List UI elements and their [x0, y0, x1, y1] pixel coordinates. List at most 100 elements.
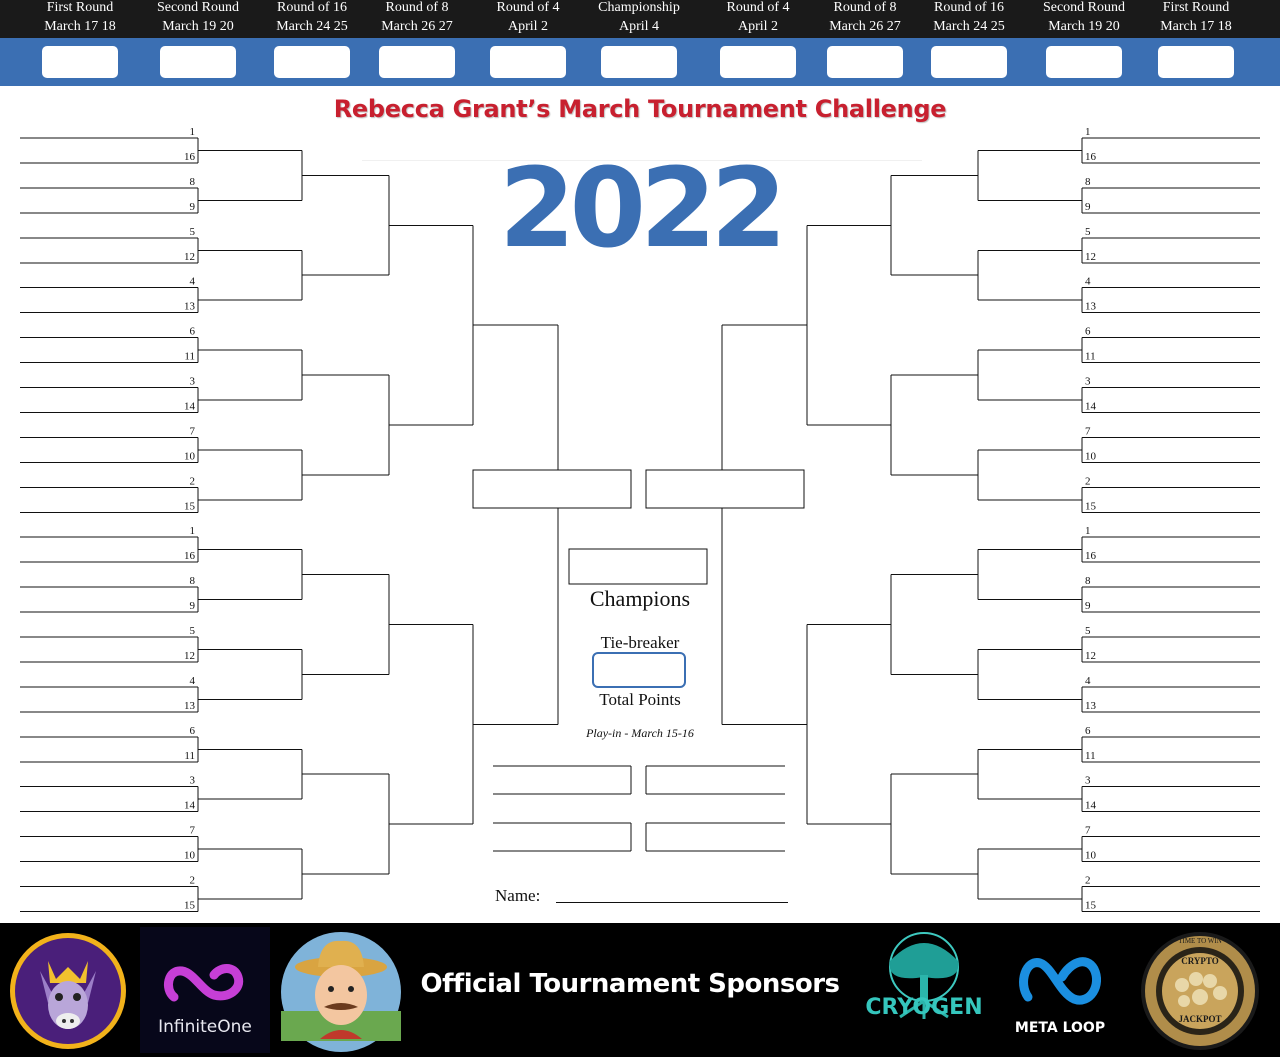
seed-number: 6: [190, 326, 196, 338]
seed-number: 10: [184, 450, 196, 462]
round-score-box[interactable]: [931, 46, 1007, 78]
seed-number: 8: [190, 176, 196, 188]
round-score-box[interactable]: [379, 46, 455, 78]
tiebreaker-label: Tie-breaker: [600, 633, 680, 652]
seed-number: 8: [1085, 575, 1091, 587]
round-score-box[interactable]: [827, 46, 903, 78]
round-name: First Round: [1162, 0, 1230, 15]
infiniteone-text: InfiniteOne: [158, 1017, 252, 1037]
round-score-box[interactable]: [274, 46, 350, 78]
seed-number: 5: [190, 625, 196, 637]
seed-number: 16: [184, 550, 196, 562]
round-score-box[interactable]: [1046, 46, 1122, 78]
seed-number: 7: [1085, 425, 1091, 437]
seed-number: 3: [1085, 775, 1091, 787]
seed-number: 1: [1085, 525, 1091, 537]
seed-number: 9: [190, 201, 196, 213]
jackpot-coin-icon: [1141, 932, 1259, 1050]
seed-number: 6: [1085, 326, 1091, 338]
seed-number: 13: [184, 301, 196, 313]
round-score-box[interactable]: [490, 46, 566, 78]
seed-number: 5: [190, 226, 196, 238]
tiebreaker-input[interactable]: [592, 652, 686, 688]
seed-number: 9: [1085, 600, 1091, 612]
seed-number: 1: [190, 525, 196, 537]
seed-number: 8: [190, 575, 196, 587]
round-score-box[interactable]: [720, 46, 796, 78]
round-dates: April 4: [618, 19, 660, 34]
seed-number: 10: [1085, 450, 1097, 462]
seed-number: 15: [1085, 500, 1097, 512]
semifinal-left-box[interactable]: [472, 469, 632, 509]
crypto-jackpot-logo: CRYPTO JACKPOT TIME TO WIN: [1140, 931, 1260, 1051]
round-name: Round of 16: [934, 0, 1004, 15]
seed-number: 15: [184, 899, 196, 911]
seed-number: 11: [184, 750, 195, 762]
name-label: Name:: [495, 886, 541, 905]
semifinal-right-box[interactable]: [645, 469, 805, 509]
round-name: Round of 4: [726, 0, 790, 15]
seed-number: 16: [1085, 550, 1097, 562]
seed-number: 15: [184, 500, 196, 512]
meta-loop-logo: META LOOP: [1010, 943, 1110, 1043]
seed-number: 12: [184, 251, 195, 263]
name-field[interactable]: [556, 902, 788, 903]
seed-number: 4: [1085, 276, 1091, 288]
seed-number: 4: [190, 276, 196, 288]
seed-number: 3: [1085, 376, 1091, 388]
seed-number: 14: [1085, 800, 1097, 812]
round-score-box[interactable]: [601, 46, 677, 78]
round-name: Second Round: [156, 0, 240, 15]
donkey-crown-icon: [10, 933, 126, 1049]
seed-number: 3: [190, 775, 196, 787]
seed-number: 14: [1085, 400, 1097, 412]
round-score-box[interactable]: [160, 46, 236, 78]
cowboy-cartoon-icon: [281, 932, 401, 1052]
page-title: Rebecca Grant’s March Tournament Challen…: [333, 95, 947, 123]
seed-number: 9: [190, 600, 196, 612]
seed-number: 2: [190, 875, 196, 887]
seed-number: 2: [190, 475, 196, 487]
seed-number: 11: [1085, 351, 1096, 363]
round-dates: March 26 27: [381, 19, 453, 34]
seed-number: 13: [1085, 301, 1097, 313]
seed-number: 10: [184, 850, 196, 862]
tree-icon: [889, 932, 959, 1019]
seed-number: 4: [1085, 675, 1091, 687]
round-name: Round of 8: [385, 0, 449, 15]
seed-number: 3: [190, 376, 196, 388]
round-score-box[interactable]: [1158, 46, 1234, 78]
crypto-text: CRYPTO: [1181, 956, 1219, 966]
seed-number: 4: [190, 675, 196, 687]
round-label: Round of 16 March 24 25: [909, 0, 1029, 36]
jackpot-text: JACKPOT: [1178, 1014, 1222, 1024]
seed-number: 7: [1085, 825, 1091, 837]
meta-loop-text: META LOOP: [1014, 1020, 1106, 1036]
seed-number: 5: [1085, 226, 1091, 238]
tournament-bracket: 1 16 8 9 5 12 4 13 6 11 3 14 7 10 2 15 1 16 8 9 5 12 4 13 6 11 3 14…: [20, 126, 1260, 912]
seed-number: 7: [190, 825, 196, 837]
round-dates: March 24 25: [933, 19, 1005, 34]
seed-number: 6: [1085, 725, 1091, 737]
round-score-box[interactable]: [42, 46, 118, 78]
round-name: Round of 8: [833, 0, 897, 15]
seed-number: 12: [184, 650, 195, 662]
seed-number: 8: [1085, 176, 1091, 188]
round-dates: March 17 18: [44, 19, 116, 34]
seed-number: 7: [190, 425, 196, 437]
round-name: First Round: [46, 0, 114, 15]
time-to-win-text: TIME TO WIN: [1178, 937, 1222, 945]
meta-loop-icon: [1019, 957, 1101, 1005]
round-dates: March 24 25: [276, 19, 348, 34]
champion-box[interactable]: [568, 548, 708, 585]
seed-number: 14: [184, 800, 196, 812]
round-label: Round of 8 March 26 27: [357, 0, 477, 36]
